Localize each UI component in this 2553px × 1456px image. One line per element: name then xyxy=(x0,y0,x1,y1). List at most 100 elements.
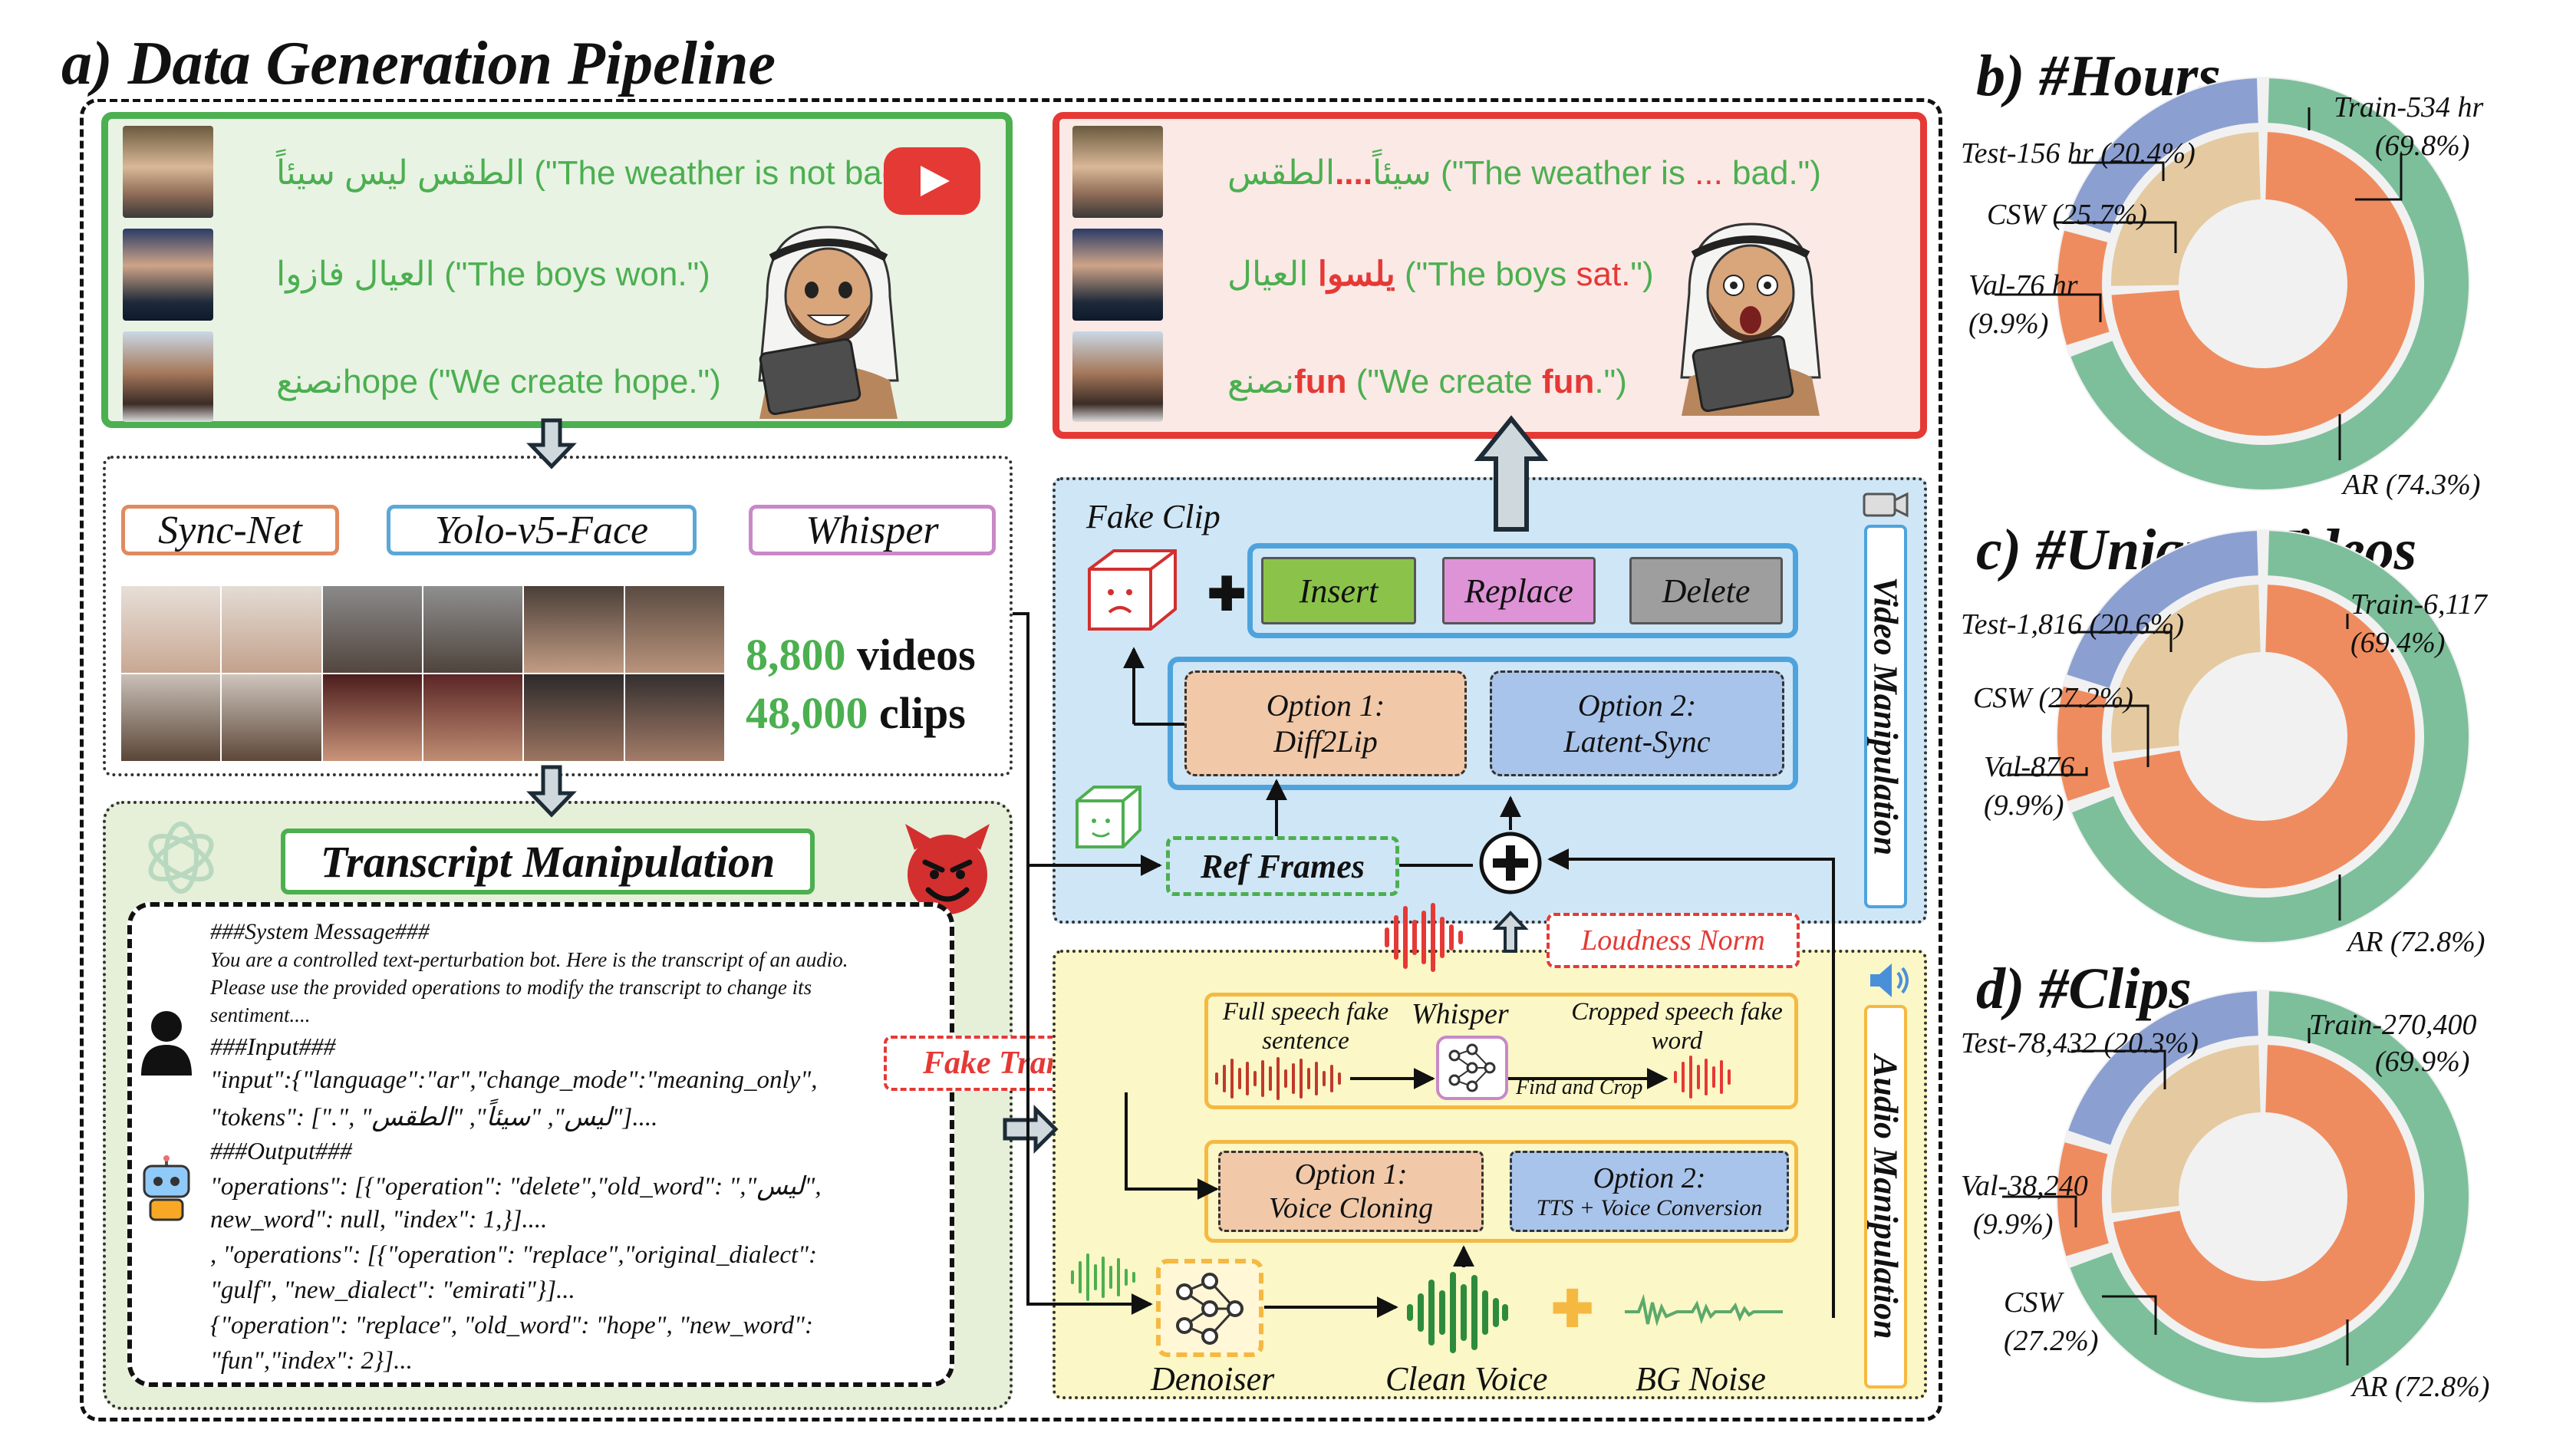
english-text: ("The weather is not bad.") xyxy=(534,154,934,192)
fake-clip-label: Fake Clip xyxy=(1086,498,1220,535)
system-text: You are a controlled text-perturbation b… xyxy=(210,948,848,971)
clips-number: 48,000 xyxy=(746,688,868,738)
donut-slice-val xyxy=(2057,230,2110,345)
english-fake-word: ... xyxy=(1695,154,1723,192)
leader-line xyxy=(2056,221,2177,253)
replace-op: Replace xyxy=(1442,557,1596,624)
add-noise-plus-icon: ✚ xyxy=(1551,1280,1594,1337)
fake-caption-1: سيئاً....الطقس ("The weather is ... bad.… xyxy=(1227,153,1821,193)
label-val: Val-38,240 xyxy=(1961,1170,2088,1202)
donut-slice-test xyxy=(2067,531,2258,688)
arabic-fake-word: .... xyxy=(1335,154,1372,192)
option-label: Option 1: xyxy=(1294,1158,1408,1191)
speaker-photo-3 xyxy=(123,331,213,422)
speaker-photo-3 xyxy=(1072,331,1163,422)
input-line: "tokens": [".", "ليس", "سيئاً", "الطقس"]… xyxy=(210,1104,658,1132)
label-csw-pct: (27.2%) xyxy=(2004,1325,2099,1357)
arabic-text: العيال فازوا xyxy=(276,255,435,293)
tts-vc-option: Option 2: TTS + Voice Conversion xyxy=(1510,1151,1789,1232)
label-ar: AR (74.3%) xyxy=(2343,469,2481,501)
speaker-photo-2 xyxy=(123,229,213,321)
system-text: Please use the provided operations to mo… xyxy=(210,976,812,999)
label-line: sentence xyxy=(1262,1027,1349,1055)
video-side-label: Video Manipulation xyxy=(1864,525,1907,908)
crop-stage-box xyxy=(1204,993,1798,1109)
output-line: "gulf", "new_dialect": "emirati"}]... xyxy=(210,1276,575,1304)
option-label: Option 2: xyxy=(1593,1162,1706,1194)
edit-ops-box xyxy=(1247,543,1798,638)
label-val-pct: (9.9%) xyxy=(1973,1208,2054,1240)
leader-line xyxy=(2002,1195,2077,1227)
cropped-speech-label: Cropped speech fake word xyxy=(1562,997,1792,1056)
label-val-pct: (9.9%) xyxy=(1984,789,2064,822)
video-icon xyxy=(1863,492,1909,518)
donut-slice-csw xyxy=(2111,1045,2261,1214)
latentsync-option: Option 2: Latent-Sync xyxy=(1490,670,1784,776)
option-method: Latent-Sync xyxy=(1563,724,1711,759)
label-train: Train-270,400 xyxy=(2309,1009,2477,1041)
block-arrow-up-small xyxy=(1492,911,1529,953)
system-text: sentiment.... xyxy=(210,1003,311,1026)
arabic-text: نصنعhope xyxy=(276,363,418,400)
output-line: "fun","index": 2}]... xyxy=(210,1347,413,1375)
donut-slice-ar xyxy=(2111,132,2415,436)
english-text: ("We create hope.") xyxy=(427,363,721,400)
video-thumbnails xyxy=(121,586,724,761)
label-line: Cropped speech fake xyxy=(1571,998,1783,1026)
videos-count: 8,800 videos xyxy=(746,629,976,680)
denoiser-icon xyxy=(1156,1259,1263,1357)
real-caption-3: نصنعhope ("We create hope.") xyxy=(276,362,721,401)
leader-line xyxy=(1995,293,2102,322)
clips-count: 48,000 clips xyxy=(746,687,966,739)
speaker-icon xyxy=(1870,964,1909,997)
label-line: Full speech fake xyxy=(1222,998,1389,1026)
option-label: Option 2: xyxy=(1577,688,1697,723)
label-csw: CSW xyxy=(2004,1286,2062,1319)
cropped-waveform-icon xyxy=(1674,1056,1731,1099)
whisper-tag: Whisper xyxy=(749,505,996,555)
arabic-text: الطقس xyxy=(1227,154,1336,192)
neural-net-icon xyxy=(1436,1036,1508,1100)
speaker-photo-1 xyxy=(123,126,213,218)
real-caption-1: الطقس ليس سيئاً ("The weather is not bad… xyxy=(276,153,934,193)
input-line: "input":{"language":"ar","change_mode":"… xyxy=(210,1066,818,1094)
output-line: , "operations": [{"operation": "replace"… xyxy=(210,1241,817,1269)
label-line: word xyxy=(1651,1027,1703,1055)
arabic-text: نصنع xyxy=(1227,363,1295,400)
prompt-box xyxy=(127,902,954,1387)
label-val: Val-76 hr xyxy=(1968,269,2078,301)
videos-number: 8,800 xyxy=(746,630,846,680)
leader-line xyxy=(2010,767,2088,776)
arabic-text: الطقس ليس سيئاً xyxy=(276,154,525,192)
noisy-waveform-icon xyxy=(1071,1253,1135,1301)
label-val: Val-876 xyxy=(1984,751,2075,783)
english-text: .") xyxy=(1594,363,1627,400)
syncnet-tag: Sync-Net xyxy=(121,505,339,555)
full-speech-label: Full speech fake sentence xyxy=(1214,997,1398,1056)
clean-voice-label: Clean Voice xyxy=(1385,1360,1548,1398)
english-text: ("The boys xyxy=(1405,255,1576,293)
donut-slice-test xyxy=(2068,991,2258,1145)
block-arrow-up xyxy=(1474,415,1549,532)
system-header: ###System Message### xyxy=(210,919,430,944)
leader-line xyxy=(2071,161,2165,181)
label-ar: AR (72.8%) xyxy=(2347,926,2485,958)
merge-plus-icon xyxy=(1479,832,1542,894)
plus-icon: ✚ xyxy=(1207,568,1247,620)
audio-manipulation-label: Audio Manipulation xyxy=(1866,1054,1905,1339)
donut-slice-val xyxy=(2057,686,2110,802)
clips-label: clips xyxy=(868,688,966,738)
audio-side-label: Audio Manipulation xyxy=(1864,1005,1907,1388)
fake-caption-3: نصنعfun ("We create fun.") xyxy=(1227,362,1627,401)
label-train: Train-534 hr xyxy=(2334,91,2484,124)
arabic-text: العيال xyxy=(1227,255,1309,293)
block-arrow-right xyxy=(1003,1104,1059,1155)
ref-frames-tag: Ref Frames xyxy=(1166,836,1399,896)
loudness-norm-tag: Loudness Norm xyxy=(1547,913,1800,968)
transcript-manipulation-title: Transcript Manipulation xyxy=(281,828,815,894)
label-test: Test-156 hr (20.4%) xyxy=(1961,137,2196,170)
pipeline-frame xyxy=(80,98,1942,1421)
label-val-pct: (9.9%) xyxy=(1968,308,2049,340)
youtube-icon xyxy=(884,147,980,215)
